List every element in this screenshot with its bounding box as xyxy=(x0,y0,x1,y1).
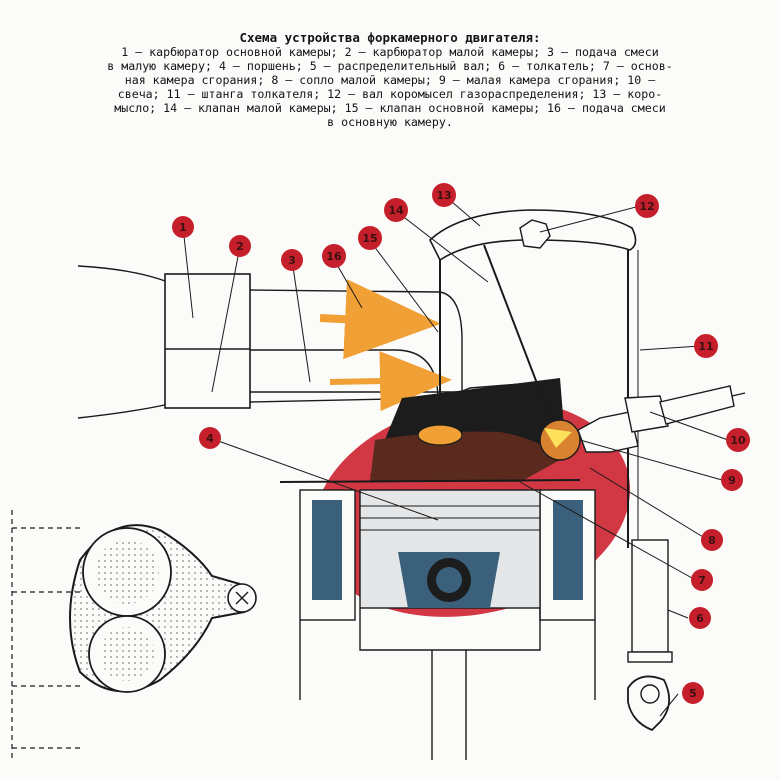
svg-text:11: 11 xyxy=(698,340,713,353)
marker-11: 11 xyxy=(694,334,718,358)
marker-2: 2 xyxy=(229,235,251,257)
intake-manifold-upper xyxy=(77,265,441,293)
combustion-charge xyxy=(370,431,560,482)
caption-line: в малую камеру; 4 — поршень; 5 — распред… xyxy=(107,59,673,73)
caption-line: 1 — карбюратор основной камеры; 2 — карб… xyxy=(121,45,659,59)
marker-14: 14 xyxy=(384,198,408,222)
cylinder-coolant-left xyxy=(312,500,342,600)
engine-block-lower xyxy=(299,608,596,700)
marker-15: 15 xyxy=(358,226,382,250)
caption-line: ная камера сгорания; 8 — сопло малой кам… xyxy=(124,73,656,87)
svg-text:10: 10 xyxy=(730,434,746,447)
marker-10: 10 xyxy=(726,428,750,452)
caption-line: мысло; 14 — клапан малой камеры; 15 — кл… xyxy=(114,101,666,115)
marker-4: 4 xyxy=(199,427,221,449)
marker-6: 6 xyxy=(689,607,711,629)
main-channel-outer xyxy=(439,291,463,420)
rocker-shaft xyxy=(519,219,551,249)
svg-text:15: 15 xyxy=(362,232,377,245)
carburettor-main xyxy=(164,273,251,409)
svg-text:12: 12 xyxy=(639,200,654,213)
main-valve-head xyxy=(417,424,463,446)
figure-caption: Схема устройства форкамерного двигателя:… xyxy=(0,30,780,129)
caption-line: свеча; 11 — штанга толкателя; 12 — вал к… xyxy=(117,87,663,101)
marker-7: 7 xyxy=(691,569,713,591)
flow-arrow-main xyxy=(319,279,441,360)
marker-12: 12 xyxy=(635,194,659,218)
svg-text:14: 14 xyxy=(388,204,404,217)
svg-text:8: 8 xyxy=(708,534,716,547)
svg-text:1: 1 xyxy=(179,221,187,234)
inset-section xyxy=(11,510,257,762)
marker-16: 16 xyxy=(322,244,346,268)
svg-text:6: 6 xyxy=(696,612,704,625)
tappet-foot xyxy=(627,651,673,663)
svg-text:2: 2 xyxy=(236,240,244,253)
svg-text:9: 9 xyxy=(728,474,736,487)
spark-plug xyxy=(577,385,746,453)
marker-8: 8 xyxy=(701,529,723,551)
svg-text:13: 13 xyxy=(436,189,451,202)
spark-flash xyxy=(544,428,572,448)
caption-title: Схема устройства форкамерного двигателя: xyxy=(239,30,541,45)
marker-5: 5 xyxy=(682,682,704,704)
marker-1: 1 xyxy=(172,216,194,238)
prechamber-valve-stem xyxy=(483,244,549,413)
flow-arrow-small xyxy=(329,351,452,412)
cylinder-coolant-right xyxy=(553,500,583,600)
intake-manifold-lower xyxy=(77,397,441,419)
tappet xyxy=(631,539,669,653)
marker-3: 3 xyxy=(281,249,303,271)
svg-text:4: 4 xyxy=(206,432,214,445)
marker-9: 9 xyxy=(721,469,743,491)
svg-text:7: 7 xyxy=(698,574,706,587)
svg-text:5: 5 xyxy=(689,687,697,700)
marker-13: 13 xyxy=(432,183,456,207)
svg-text:3: 3 xyxy=(288,254,296,267)
svg-text:16: 16 xyxy=(326,250,342,263)
caption-line: в основную камеру. xyxy=(327,115,453,129)
